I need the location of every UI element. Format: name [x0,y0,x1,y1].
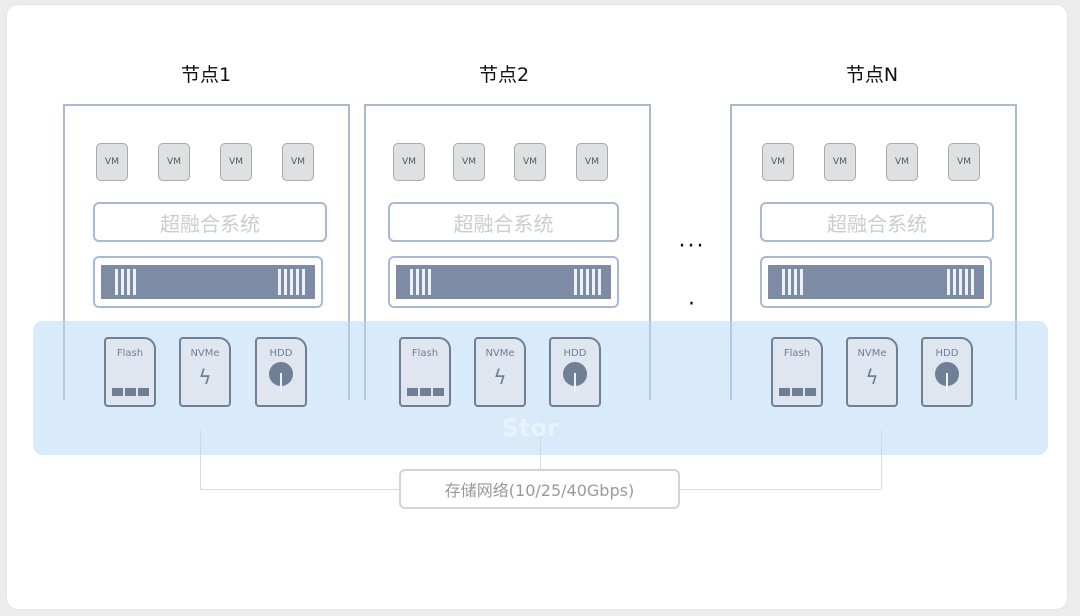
disk-label: Flash [411,348,439,359]
hdd-disk-icon: HDD [549,337,601,407]
disk-label: HDD [935,348,959,359]
disk-label: NVMe [485,348,515,359]
disk-label: NVMe [857,348,887,359]
vm-box: VM [220,143,252,181]
server-bar [768,265,984,299]
server-bar [101,265,315,299]
vent-grille-icon [115,269,136,295]
network-line [679,489,881,490]
hdd-disk-icon: HDD [921,337,973,407]
vent-grille-icon [410,269,431,295]
hci-system-box: 超融合系统 [93,202,327,242]
flash-disk-icon: Flash [104,337,156,407]
node-1-frame [63,104,350,400]
nvme-disk-icon: NVMe ϟ [846,337,898,407]
disk-label: Flash [116,348,144,359]
vent-grille-icon [574,269,601,295]
network-line [200,489,400,490]
server-chassis [388,256,619,308]
vm-box: VM [514,143,546,181]
vm-box: VM [282,143,314,181]
storage-pool-label: Stor [501,414,559,442]
hci-system-box: 超融合系统 [760,202,994,242]
vm-box: VM [393,143,425,181]
flash-disk-icon: Flash [399,337,451,407]
nvme-disk-icon: NVMe ϟ [179,337,231,407]
server-chassis [93,256,323,308]
hdd-disk-icon: HDD [255,337,307,407]
server-bar [396,265,611,299]
flash-chips [112,388,149,396]
vm-box: VM [453,143,485,181]
lightning-icon: ϟ [198,365,212,389]
platter-icon [935,362,959,391]
disk-label: Flash [783,348,811,359]
flash-chips [407,388,444,396]
network-line [881,430,882,489]
vm-box: VM [824,143,856,181]
ellipsis: ··· [678,234,706,259]
node-2-title: 节点2 [478,64,530,86]
storage-network-box: 存储网络(10/25/40Gbps) [399,469,680,509]
hci-system-box: 超融合系统 [388,202,619,242]
lightning-icon: ϟ [493,365,507,389]
vm-box: VM [158,143,190,181]
vm-box: VM [576,143,608,181]
vent-grille-icon [782,269,803,295]
server-chassis [760,256,992,308]
vm-box: VM [762,143,794,181]
vm-box: VM [886,143,918,181]
network-line [200,430,201,489]
node-1-title: 节点1 [180,64,232,86]
node-n-title: 节点N [845,64,899,86]
node-2-frame [364,104,651,400]
ellipsis-dot: · [688,292,695,317]
platter-icon [269,362,293,391]
node-n-frame [730,104,1017,400]
disk-label: NVMe [190,348,220,359]
lightning-icon: ϟ [865,365,879,389]
vm-box: VM [948,143,980,181]
disk-label: HDD [563,348,587,359]
platter-icon [563,362,587,391]
vent-grille-icon [278,269,305,295]
vent-grille-icon [947,269,974,295]
flash-chips [779,388,816,396]
disk-label: HDD [269,348,293,359]
vm-box: VM [96,143,128,181]
nvme-disk-icon: NVMe ϟ [474,337,526,407]
flash-disk-icon: Flash [771,337,823,407]
